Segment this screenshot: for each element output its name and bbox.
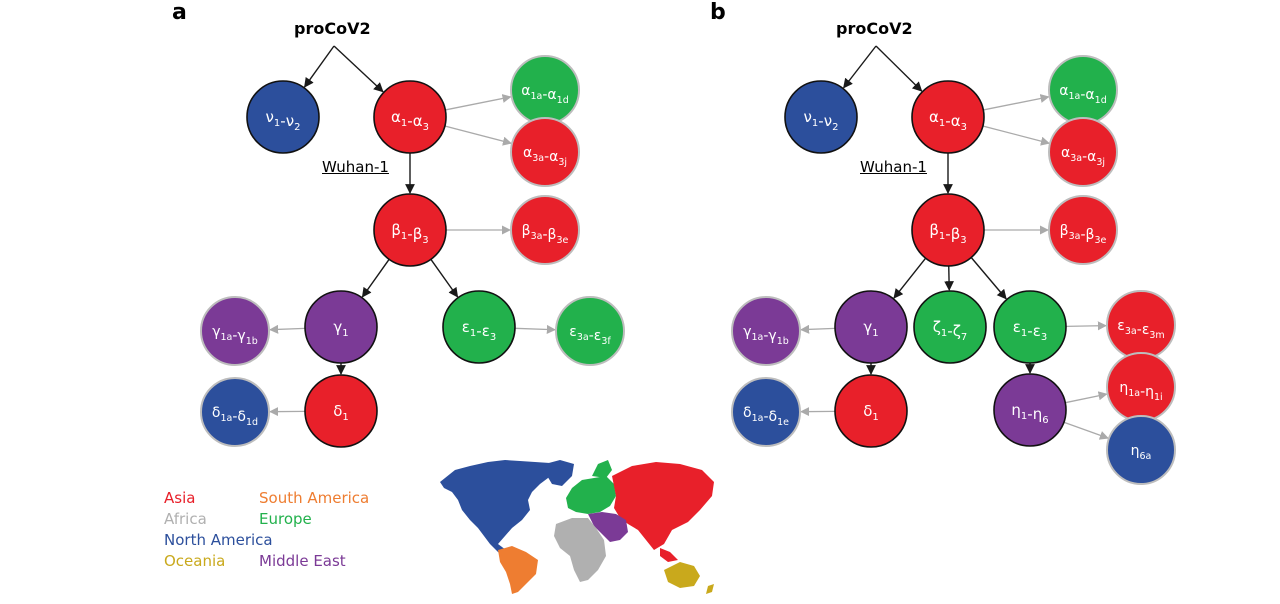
- legend-oceania: Oceania: [164, 552, 225, 570]
- panel-label-a: a: [172, 0, 187, 25]
- edge-a-alpha-alpha1: [445, 97, 510, 110]
- map-southeast-asia: [660, 548, 678, 562]
- edge-b-gamma-gamma1: [801, 328, 835, 329]
- ref-label-a: Wuhan-1: [322, 158, 389, 176]
- map-north-america: [440, 460, 558, 544]
- node-a-gamma: γ1: [305, 291, 377, 363]
- edge-b-alpha-alpha3: [983, 126, 1049, 143]
- node-b-alpha3: α3a-α3j: [1049, 118, 1117, 186]
- edge-a-root-alpha: [334, 46, 383, 92]
- node-a-alpha1: α1a-α1d: [511, 56, 579, 124]
- nodes-layer: ν1-ν2α1-α3α1a-α1dα3a-α3jβ1-β3β3a-β3eγ1γ1…: [201, 56, 1175, 484]
- world-map: [440, 460, 714, 594]
- edge-b-beta-gamma: [894, 258, 926, 298]
- edge-b-root-nu: [844, 46, 876, 88]
- map-australia: [664, 562, 700, 588]
- map-greenland: [545, 460, 574, 486]
- node-a-beta3: β3a-β3e: [511, 196, 579, 264]
- edge-a-root-nu: [305, 46, 334, 87]
- edge-b-beta-eps: [971, 257, 1006, 298]
- legend-north-america: North America: [164, 531, 273, 549]
- node-a-beta: β1-β3: [374, 194, 446, 266]
- legend-middle-east: Middle East: [259, 552, 346, 570]
- ref-label-b: Wuhan-1: [860, 158, 927, 176]
- panel-label-b: b: [710, 0, 726, 25]
- node-b-eps: ε1-ε3: [994, 291, 1066, 363]
- node-a-eps: ε1-ε3: [443, 291, 515, 363]
- node-b-delta1: δ1a-δ1e: [732, 378, 800, 446]
- node-a-nu: ν1-ν2: [247, 81, 319, 153]
- edge-a-gamma-gamma1: [270, 328, 305, 329]
- root-label-a: proCoV2: [294, 19, 371, 38]
- node-b-eps3: ε3a-ε3m: [1107, 291, 1175, 359]
- edge-a-beta-gamma: [362, 259, 389, 297]
- node-a-eps3: ε3a-ε3f: [556, 297, 624, 365]
- node-b-alpha: α1-α3: [912, 81, 984, 153]
- node-b-beta: β1-β3: [912, 194, 984, 266]
- legend-south-america: South America: [259, 489, 369, 507]
- legend-europe: Europe: [259, 510, 312, 528]
- edge-a-eps-eps3: [515, 328, 555, 329]
- legend-asia: Asia: [164, 489, 195, 507]
- node-b-nu: ν1-ν2: [785, 81, 857, 153]
- node-a-alpha3: α3a-α3j: [511, 118, 579, 186]
- node-b-gamma1: γ1a-γ1b: [732, 297, 800, 365]
- node-b-eta1: η1a-η1i: [1107, 353, 1175, 421]
- map-asia: [612, 462, 714, 550]
- node-b-alpha1: α1a-α1d: [1049, 56, 1117, 124]
- node-b-zeta: ζ1-ζ7: [914, 291, 986, 363]
- map-south-america: [498, 546, 538, 594]
- root-label-b: proCoV2: [836, 19, 913, 38]
- node-b-beta3: β3a-β3e: [1049, 196, 1117, 264]
- node-circle-b-eta6: [1107, 416, 1175, 484]
- node-a-delta1: δ1a-δ1d: [201, 378, 269, 446]
- node-a-gamma1: γ1a-γ1b: [201, 297, 269, 365]
- edge-b-eta-eta1: [1065, 394, 1106, 403]
- map-scandinavia: [592, 460, 612, 478]
- node-b-eta: η1-η6: [994, 374, 1066, 446]
- edge-a-alpha-alpha3: [445, 126, 511, 143]
- node-a-delta: δ1: [305, 375, 377, 447]
- node-b-gamma: γ1: [835, 291, 907, 363]
- edge-b-eta-eta6: [1064, 422, 1108, 438]
- map-new-zealand: [706, 584, 714, 594]
- edge-b-eps-eps3: [1066, 326, 1106, 327]
- map-europe: [566, 476, 616, 514]
- edge-b-alpha-alpha1: [983, 97, 1048, 110]
- node-b-eta6: η6a: [1107, 416, 1175, 484]
- node-b-delta: δ1: [835, 375, 907, 447]
- edge-b-root-alpha: [876, 46, 922, 91]
- legend-africa: Africa: [164, 510, 207, 528]
- edge-a-beta-eps: [431, 259, 458, 297]
- node-a-alpha: α1-α3: [374, 81, 446, 153]
